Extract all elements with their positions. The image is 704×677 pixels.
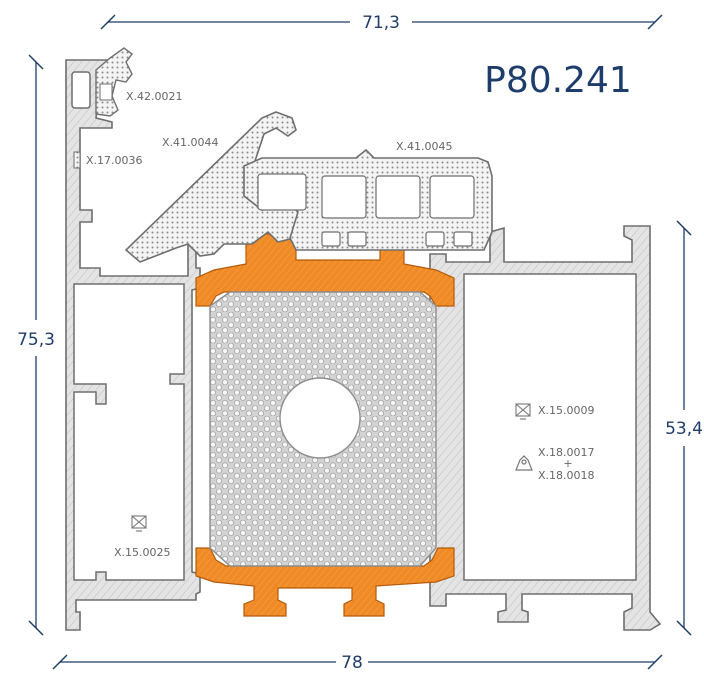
code-seal-top: X.42.0021	[126, 90, 183, 103]
core-hole	[279, 377, 361, 459]
insulation-core	[209, 291, 437, 567]
dimension-bottom-label: 78	[341, 653, 363, 673]
code-glazing-bead: X.41.0045	[396, 140, 453, 153]
thermal-break	[195, 233, 455, 617]
code-glazing-seal: X.41.0044	[162, 136, 219, 149]
marker-small	[73, 151, 81, 169]
code-left-small: X.17.0036	[86, 154, 143, 167]
glazing-bead	[243, 148, 493, 251]
dimension-left: 75,3	[17, 54, 55, 636]
code-plus: +	[563, 457, 572, 470]
dimension-top-label: 71,3	[362, 13, 400, 33]
dimension-left-label: 75,3	[17, 330, 55, 350]
frame-chamber	[463, 273, 637, 581]
sash-chambers	[71, 71, 185, 581]
code-right-chamber-2a: X.18.0017	[538, 446, 595, 459]
dimension-right-label: 53,4	[665, 419, 703, 439]
dimension-top: 71,3	[100, 13, 663, 33]
dimension-right: 53,4	[665, 220, 703, 636]
accessory-icon-left	[131, 515, 147, 532]
profile-title: P80.241	[484, 60, 632, 101]
dimension-bottom: 78	[52, 653, 663, 673]
accessory-icon-right	[515, 403, 531, 420]
top-seal	[95, 47, 133, 117]
anchor-icon	[515, 455, 533, 471]
code-right-chamber-1: X.15.0009	[538, 404, 595, 417]
code-left-chamber: X.15.0025	[114, 546, 171, 559]
code-right-chamber-2b: X.18.0018	[538, 469, 595, 482]
